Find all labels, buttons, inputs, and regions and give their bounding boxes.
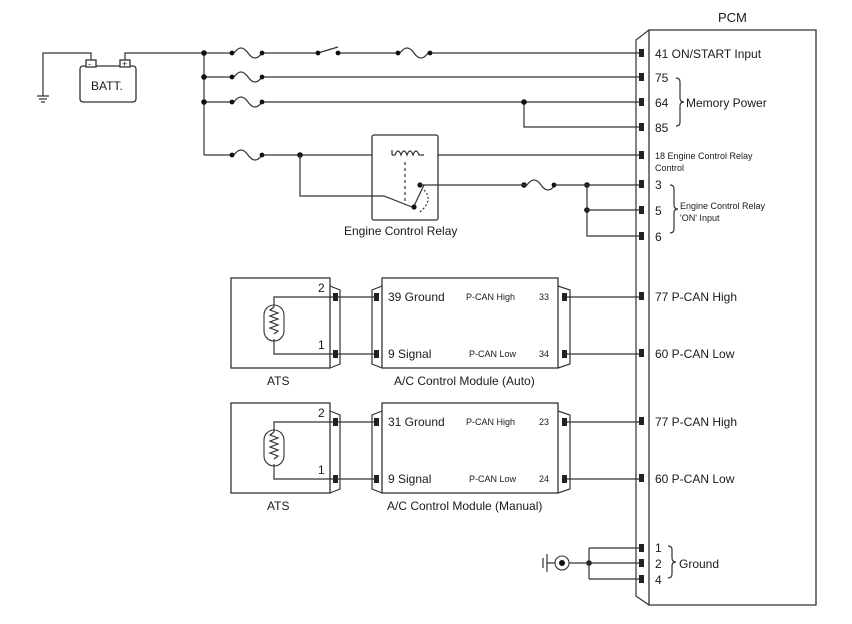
ats-manual-pin-2: 2 [318, 406, 325, 420]
battery-neg-symbol: - [88, 59, 91, 69]
ats-manual-pin-1: 1 [318, 463, 325, 477]
ac-manual-pin-23: 23 [539, 417, 549, 427]
relay-on-label-line2: 'ON' Input [680, 213, 720, 223]
pcm-pin-18-label-line1: 18 Engine Control Relay [655, 151, 753, 161]
relay-label: Engine Control Relay [344, 224, 457, 238]
ground-brace [667, 545, 677, 579]
ats-auto-pin-2: 2 [318, 281, 325, 295]
ac-manual-label: A/C Control Module (Manual) [387, 499, 542, 513]
battery-ground-wire [42, 52, 92, 96]
pcm-pin-markers [639, 49, 644, 583]
ac-auto-label: A/C Control Module (Auto) [394, 374, 535, 388]
power-feed-wires [124, 46, 639, 156]
relay-switch-input-wire [299, 155, 413, 208]
memory-power-brace [675, 77, 685, 127]
ac-manual-ground-label: 31 Ground [388, 415, 445, 429]
pcm-pin-6-label: 6 [655, 230, 662, 244]
ac-manual-signal-label: 9 Signal [388, 472, 431, 486]
ac-auto-can-high-label: P-CAN High [466, 292, 515, 302]
pcm-can-high-2-label: 77 P-CAN High [655, 415, 737, 429]
pcm-pin-18-label-line2: Control [655, 163, 684, 173]
memory-power-label: Memory Power [686, 96, 767, 110]
ac-auto-to-pcm-wires [567, 296, 639, 355]
chassis-ground-symbol [542, 554, 570, 572]
pcm-pin-85-label: 85 [655, 121, 669, 135]
engine-control-relay: Engine Control Relay [344, 134, 457, 238]
pcm-module: PCM [635, 10, 817, 606]
ac-control-module-auto: 39 Ground 9 Signal P-CAN High P-CAN Low … [371, 277, 571, 388]
ats-auto-sensor: 2 1 ATS [230, 277, 341, 388]
ats-auto-label: ATS [267, 374, 289, 388]
ac-auto-pin-33: 33 [539, 292, 549, 302]
ac-manual-can-low-label: P-CAN Low [469, 474, 517, 484]
battery-label: BATT. [91, 79, 123, 93]
ac-manual-pin-24: 24 [539, 474, 549, 484]
battery-ground-symbol [37, 95, 49, 103]
pcm-pin-5-label: 5 [655, 204, 662, 218]
pcm-can-low-2-label: 60 P-CAN Low [655, 472, 735, 486]
ac-auto-ground-label: 39 Ground [388, 290, 445, 304]
pcm-ground-pin-1-label: 1 [655, 541, 662, 555]
pcm-pin-64-label: 64 [655, 96, 669, 110]
ats-auto-to-ac-wires [338, 296, 374, 355]
pcm-ground-label: Ground [679, 557, 719, 571]
pcm-title: PCM [718, 10, 747, 25]
pcm-can-low-1-label: 60 P-CAN Low [655, 347, 735, 361]
ac-manual-to-pcm-wires [567, 421, 639, 480]
ground-bus-wires [547, 547, 639, 580]
ac-manual-can-high-label: P-CAN High [466, 417, 515, 427]
ats-manual-sensor: 2 1 ATS [230, 402, 341, 513]
pcm-pin-75-label: 75 [655, 71, 669, 85]
ats-manual-label: ATS [267, 499, 289, 513]
relay-on-label-line1: Engine Control Relay [680, 201, 766, 211]
battery: BATT. - + [79, 59, 137, 103]
relay-on-brace [669, 184, 679, 234]
relay-on-bus [586, 185, 639, 237]
pcm-ground-pin-4-label: 4 [655, 573, 662, 587]
ats-manual-to-ac-wires [338, 421, 374, 480]
battery-pos-symbol: + [122, 59, 127, 69]
ats-auto-pin-1: 1 [318, 338, 325, 352]
pcm-pin-3-label: 3 [655, 178, 662, 192]
pcm-pin-41-label: 41 ON/START Input [655, 47, 762, 61]
ac-auto-can-low-label: P-CAN Low [469, 349, 517, 359]
fuse-symbols [233, 47, 556, 191]
pcm-can-high-1-label: 77 P-CAN High [655, 290, 737, 304]
ac-auto-pin-34: 34 [539, 349, 549, 359]
pcm-ground-pin-2-label: 2 [655, 557, 662, 571]
ac-auto-signal-label: 9 Signal [388, 347, 431, 361]
ac-control-module-manual: 31 Ground 9 Signal P-CAN High P-CAN Low … [371, 402, 571, 513]
